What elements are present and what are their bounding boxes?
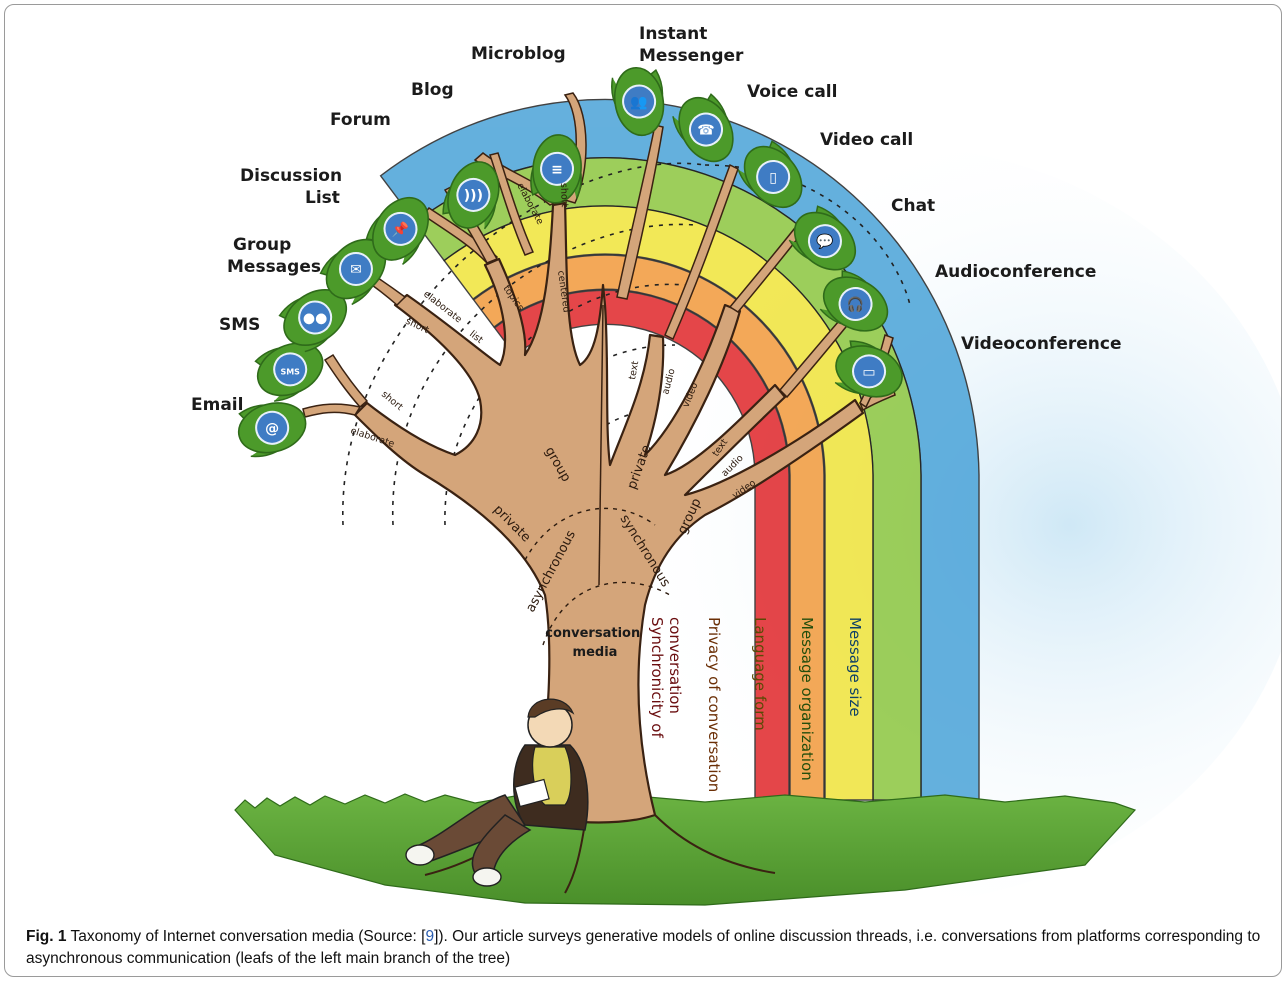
monitor-icon: ▭ bbox=[862, 364, 875, 380]
text-lines-icon: ≡ bbox=[551, 162, 563, 178]
envelope-icon: ✉ bbox=[350, 262, 362, 278]
leaf-label-im-line1: Instant bbox=[639, 24, 707, 44]
branch-label-short-micro: short bbox=[558, 183, 570, 208]
speech-bubble-icon: 💬 bbox=[816, 233, 834, 250]
leaf-label-group-messages-line2: Messages bbox=[227, 257, 321, 277]
leaf-label-email: Email bbox=[191, 395, 243, 415]
leaf-label-discussion-list: Discussion List bbox=[240, 166, 348, 208]
rss-icon: ))) bbox=[464, 188, 483, 204]
band-label-4: Message size bbox=[846, 617, 864, 717]
pushpin-icon: 📌 bbox=[392, 220, 410, 238]
core-label-line1: conversation bbox=[545, 626, 640, 641]
sms-icon: SMS bbox=[280, 367, 300, 376]
leaf-label-videoconference: Videoconference bbox=[961, 334, 1121, 354]
figure-frame: @ SMS ●● ✉ 📌))) ≡ 👥 ☎ ▯ 💬 🎧 ▭ Email SMS Group Messa… bbox=[4, 4, 1282, 977]
figure-caption: Fig. 1 Taxonomy of Internet conversation… bbox=[26, 926, 1276, 969]
band-label-3: Message organization bbox=[798, 617, 816, 781]
leaf-label-discussion-list-line2: List bbox=[305, 188, 340, 208]
leaf-label-chat: Chat bbox=[891, 196, 935, 216]
branch-label-short-email: short bbox=[379, 389, 405, 413]
band-label-2: Language form bbox=[751, 617, 769, 731]
leaf-label-voice-call: Voice call bbox=[747, 82, 837, 102]
caption-text-start: Taxonomy of Internet conversation media … bbox=[66, 928, 425, 945]
leaf-label-im-line2: Messenger bbox=[639, 46, 744, 66]
leaf-label-group-messages: Group Messages bbox=[227, 235, 321, 277]
leaf-label-instant-messenger: Instant Messenger bbox=[639, 24, 744, 66]
headset-icon: 🎧 bbox=[847, 296, 864, 313]
tree-illustration: @ SMS ●● ✉ 📌))) ≡ 👥 ☎ ▯ 💬 🎧 ▭ Email SMS Group Messa… bbox=[5, 5, 1282, 920]
band-label-1: Privacy of conversation bbox=[705, 617, 723, 792]
group-bubbles-icon: ●● bbox=[303, 311, 327, 327]
at-icon: @ bbox=[265, 421, 279, 437]
leaf-label-group-messages-line1: Group bbox=[233, 235, 291, 255]
caption-citation-link[interactable]: 9 bbox=[425, 928, 434, 945]
leaf-label-discussion-list-line1: Discussion bbox=[240, 166, 342, 186]
phone-icon: ☎ bbox=[697, 123, 714, 139]
leaf-label-audioconference: Audioconference bbox=[935, 262, 1096, 282]
mobile-icon: ▯ bbox=[769, 170, 777, 186]
leaf-label-forum: Forum bbox=[330, 110, 391, 130]
leaf-label-blog: Blog bbox=[411, 80, 454, 100]
leaf-label-sms: SMS bbox=[219, 315, 260, 335]
leaf-label-microblog: Microblog bbox=[471, 44, 566, 64]
leaf-label-video-call: Video call bbox=[820, 130, 913, 150]
people-icon: 👥 bbox=[630, 95, 647, 111]
core-label-line2: media bbox=[573, 645, 618, 660]
caption-figure-number: Fig. 1 bbox=[26, 928, 66, 945]
